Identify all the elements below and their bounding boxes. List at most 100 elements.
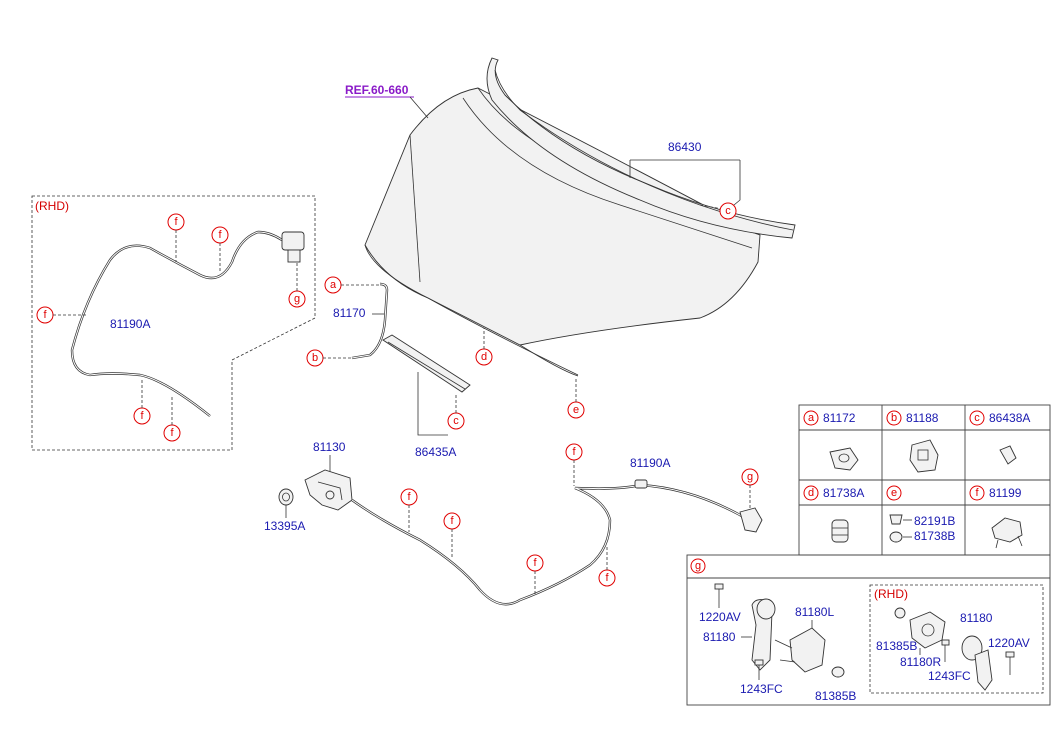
callout-f[interactable]: f xyxy=(526,554,544,572)
right-nut-icon xyxy=(894,607,906,619)
svg-text:a: a xyxy=(808,412,815,424)
callout-a[interactable]: a xyxy=(324,276,342,294)
right-lever-icon xyxy=(961,635,993,691)
callout-f[interactable]: f xyxy=(36,306,54,324)
left-bracket-icon xyxy=(774,627,826,673)
right-bracket-label: 81180R xyxy=(900,655,941,669)
svg-text:a: a xyxy=(330,279,337,291)
hood-panel xyxy=(364,87,761,377)
right-lever-label: 81180 xyxy=(960,611,993,625)
callout-g[interactable]: g xyxy=(288,290,306,308)
bumper-part xyxy=(278,488,294,506)
callout-c[interactable]: c xyxy=(447,412,465,430)
part-81170-label: 81170 xyxy=(333,306,366,320)
right-screw-label: 1243FC xyxy=(928,669,971,683)
hood-seal xyxy=(486,57,796,239)
right-bolt-icon xyxy=(1005,651,1015,675)
table-letter-b: b xyxy=(886,410,902,426)
part-86430-label: 86430 xyxy=(668,140,702,154)
table-part-81738A: 81738A xyxy=(823,486,864,500)
part-13395A-label: 13395A xyxy=(264,519,305,533)
callout-f[interactable]: f xyxy=(400,488,418,506)
table-part-81199: 81199 xyxy=(989,486,1022,500)
svg-text:f: f xyxy=(174,216,178,228)
rhd-sub-box xyxy=(869,584,1044,694)
detail-g-letter: g xyxy=(690,558,706,574)
detail-g-box xyxy=(686,554,1051,706)
svg-text:f: f xyxy=(43,309,47,321)
svg-text:e: e xyxy=(891,487,897,499)
callout-g[interactable]: g xyxy=(741,468,759,486)
part-81130-label: 81130 xyxy=(313,440,346,454)
svg-text:f: f xyxy=(572,446,576,458)
left-screw-label: 1243FC xyxy=(740,682,783,696)
svg-text:g: g xyxy=(747,471,753,483)
rhd-box xyxy=(31,195,316,451)
svg-text:f: f xyxy=(140,410,144,422)
main-cable xyxy=(351,479,763,606)
parts-table xyxy=(798,404,1051,556)
ref-label[interactable]: REF.60-660 xyxy=(345,83,409,97)
table-letter-f: f xyxy=(969,485,985,501)
table-letter-d: d xyxy=(803,485,819,501)
left-nut-label: 81385B xyxy=(815,689,856,703)
callout-f[interactable]: f xyxy=(565,443,583,461)
left-bolt-label: 1220AV xyxy=(699,610,741,624)
svg-text:f: f xyxy=(533,557,537,569)
rhd-sub-label: (RHD) xyxy=(874,587,908,601)
svg-text:f: f xyxy=(450,515,454,527)
table-part-81738B: 81738B xyxy=(914,529,955,543)
hood-rod xyxy=(351,282,389,360)
callout-f[interactable]: f xyxy=(211,226,229,244)
svg-text:c: c xyxy=(453,415,459,427)
part-81190A-label: 81190A xyxy=(630,456,670,470)
bumper-81738A-icon xyxy=(831,519,849,543)
callout-b[interactable]: b xyxy=(306,349,324,367)
svg-text:e: e xyxy=(573,404,579,416)
callout-e[interactable]: e xyxy=(567,401,585,419)
left-bracket-label: 81180L xyxy=(795,605,834,619)
svg-text:b: b xyxy=(891,412,897,424)
svg-text:c: c xyxy=(725,205,731,217)
svg-text:g: g xyxy=(695,560,701,572)
svg-text:d: d xyxy=(808,487,814,499)
callout-c[interactable]: c xyxy=(719,202,737,220)
clip-81172-icon xyxy=(829,447,859,471)
table-part-82191B: 82191B xyxy=(914,514,955,528)
hood-latch xyxy=(304,469,353,511)
svg-text:f: f xyxy=(975,487,979,499)
svg-text:g: g xyxy=(294,293,300,305)
svg-text:f: f xyxy=(170,427,174,439)
right-bolt-label: 1220AV xyxy=(988,636,1030,650)
table-letter-a: a xyxy=(803,410,819,426)
rhd-label: (RHD) xyxy=(35,199,69,213)
svg-text:f: f xyxy=(605,572,609,584)
table-letter-e: e xyxy=(886,485,902,501)
svg-text:c: c xyxy=(974,412,980,424)
rhd-cable-label: 81190A xyxy=(110,317,150,331)
callout-f[interactable]: f xyxy=(167,213,185,231)
right-nut-label: 81385B xyxy=(876,639,917,653)
left-bolt-icon xyxy=(714,583,724,608)
clip-81199-icon xyxy=(991,517,1023,549)
left-screw-icon xyxy=(754,659,764,680)
callout-f[interactable]: f xyxy=(598,569,616,587)
svg-text:f: f xyxy=(218,229,222,241)
callout-d[interactable]: d xyxy=(475,348,493,366)
left-lever-label: 81180 xyxy=(703,630,736,644)
table-part-81172: 81172 xyxy=(823,411,856,425)
clip-82191B-icon xyxy=(889,514,903,525)
right-screw-icon xyxy=(941,639,950,662)
callout-f[interactable]: f xyxy=(133,407,151,425)
callout-f[interactable]: f xyxy=(163,424,181,442)
part-86435A-label: 86435A xyxy=(415,445,456,459)
table-part-86438A: 86438A xyxy=(989,411,1030,425)
svg-text:b: b xyxy=(312,352,318,364)
table-letter-c: c xyxy=(969,410,985,426)
clip-81188-icon xyxy=(909,439,939,473)
left-lever-icon xyxy=(751,598,776,671)
table-part-81188: 81188 xyxy=(906,411,939,425)
clip-86438A-icon xyxy=(999,445,1017,465)
callout-f[interactable]: f xyxy=(443,512,461,530)
